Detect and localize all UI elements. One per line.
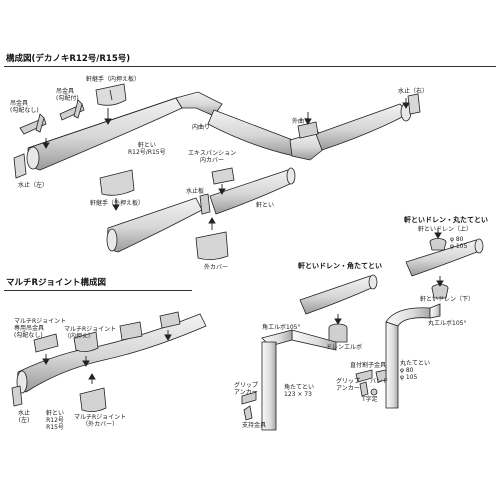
middle-arrows [112,184,226,230]
label-joint-inner: 軒継手（内押え板） [86,76,141,83]
round-downpipe [385,303,441,409]
round-fittings [355,369,387,397]
stop-left-cap [13,153,27,179]
label-hangers-left: 吊金具 (勾配なし) [10,100,39,114]
middle-gutter-run [106,167,296,253]
outer-cover [195,231,229,260]
outer-joint-plate [99,169,135,196]
label-square-pipe: 角たてとい 123 × 73 [284,384,315,398]
square-arrows [334,314,342,325]
square-fittings [241,391,257,421]
label-multi-inner: マルチRジョイント （内押え） [64,326,117,340]
top-gutter-run [26,91,412,171]
round-arrows [434,228,444,287]
label-multi-outer: マルチRジョイント （外カバー） [74,414,127,428]
label-inner-corner: 内曲り [192,124,211,131]
outer-corner-cap [297,121,319,139]
assembly-arrows [42,98,410,149]
label-expansion-cover: エキスパンション 内カバー [188,150,237,164]
stop-right-cap [407,93,421,115]
label-square-elbow: 角エルボ105° [262,324,301,331]
label-hangers-slope: 吊金具 (勾配付) [56,88,79,102]
square-downpipe [261,341,277,431]
label-stop-right: 水止（右） [398,88,429,95]
label-outer-cover: 外カバー [204,264,229,271]
label-stop-plate: 水止板 [186,188,205,195]
label-round-pipe: 丸たてとい φ 80 φ 105 [400,360,431,381]
label-round-drain-top-size: φ 80 φ 105 [450,236,468,250]
label-square-grip: グリップ アンカー [234,382,259,396]
label-stop-left: 水止（左） [18,182,49,189]
label-gutter: 軒とい [256,202,275,209]
multi-joints [11,311,181,412]
multi-arrows [42,330,172,384]
label-round-elbow: 丸エルボ105° [428,320,467,327]
square-gutter [299,274,378,315]
label-gutter-model: 軒とい R12号/R15号 [128,142,166,156]
main-section-title: 構成図(デカノキR12号/R15号) [6,54,131,64]
top-section-rule [4,66,496,67]
label-outer-corner: 外曲り [292,118,311,125]
square-system-title: 軒といドレン・角たてとい [298,262,382,270]
label-square-drain: ドレンエルボ [326,344,363,351]
label-round-band: バンド [370,378,389,385]
label-joint-outer: 軒継手（外押え板） [90,200,145,207]
label-multi-stop-left: 水止 (左) [18,410,31,424]
stop-plate [199,193,211,215]
inner-joint-plate [95,83,127,106]
expansion-cover [211,167,235,185]
square-drain-elbow [328,323,348,343]
label-multi-hanger: マルチRジョイント 専用吊金具 (勾配なし) [14,318,67,339]
label-square-support: 支持金具 [242,422,267,429]
label-round-drain-bottom: 軒といドレン（下） [420,296,475,303]
round-system-title: 軒といドレン・丸たてとい [404,216,488,224]
label-multi-gutter: 軒とい R12号 R15号 [46,410,65,431]
label-round-drain-top: 軒といドレン（上） [418,226,473,233]
label-round-tee: T字足 [362,396,378,403]
multi-section-rule [4,290,192,291]
label-round-grip: グリップ アンカー [336,378,361,392]
round-drains [429,238,449,299]
multi-section-title: マルチRジョイント構成図 [6,278,107,288]
round-gutter [405,238,484,277]
hanger-brackets [19,99,85,135]
label-round-divider: 直付割子金具 [350,362,387,369]
